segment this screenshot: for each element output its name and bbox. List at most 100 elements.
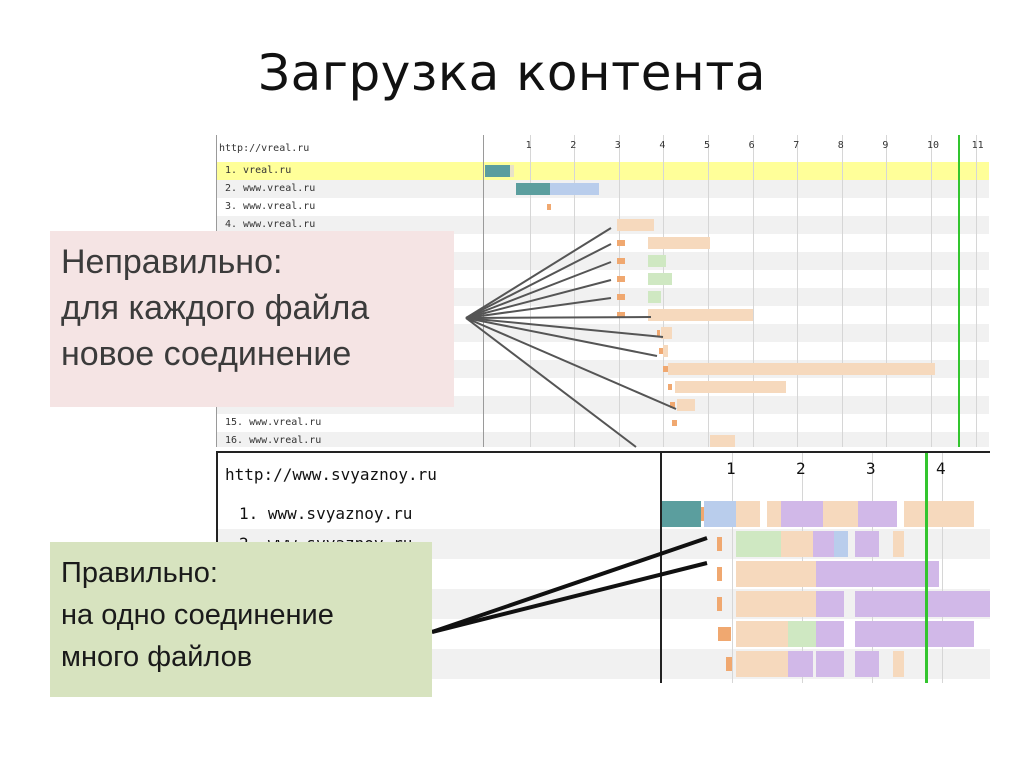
timeline-tick: 9 [882, 140, 889, 151]
timing-bar-peach [767, 501, 781, 527]
waterfall-url: http://vreal.ru [219, 143, 310, 154]
timeline-tick: 3 [614, 140, 621, 151]
callout-incorrect-line1: Неправильно: [61, 243, 283, 281]
timing-bar-orange [716, 596, 723, 612]
timing-bar-purple [858, 501, 897, 527]
label-timeline-separator [483, 135, 484, 447]
timing-bar-purple [781, 501, 823, 527]
timing-bar-orange [616, 293, 626, 301]
timing-bar-peach [663, 345, 668, 357]
timeline-gridline [975, 135, 977, 447]
timing-bar-orange [716, 566, 723, 582]
waterfall-row [217, 198, 989, 216]
timing-bar-orange [616, 239, 626, 247]
timing-bar-peach [647, 237, 711, 249]
timeline-gridline [931, 135, 932, 447]
timing-bar-conn [485, 165, 510, 177]
timing-bar-green [647, 273, 673, 285]
timing-bar-peach [735, 651, 788, 677]
timeline-tick: 3 [866, 459, 876, 478]
timing-bar-purple [812, 531, 834, 557]
timing-bar-purple [854, 531, 879, 557]
timing-bar-light [509, 165, 514, 177]
callout-incorrect-line3: новое соединение [61, 335, 352, 374]
callout-correct: Правильно: на одно соединение много файл… [50, 542, 432, 697]
row-label: 4. www.vreal.ru [225, 219, 316, 230]
timing-bar-conn [516, 183, 550, 195]
row-label: 16. www.vreal.ru [225, 435, 322, 446]
timing-bar-peach [667, 363, 936, 375]
waterfall-row [217, 162, 989, 180]
timing-bar-green [735, 531, 781, 557]
timeline-gridline [529, 135, 531, 447]
timing-bar-peach [676, 399, 695, 411]
timeline-tick: 4 [936, 459, 946, 478]
timeline-tick: 4 [659, 140, 666, 151]
label-timeline-separator [660, 453, 662, 683]
timeline-tick: 11 [971, 140, 984, 151]
timeline-gridline [732, 453, 733, 683]
timing-bar-purple [854, 621, 974, 647]
timeline-gridline [886, 135, 888, 447]
timeline-gridline [841, 135, 843, 447]
timing-bar-orange [700, 506, 704, 522]
timeline-gridline [708, 135, 709, 447]
callout-correct-line3: много файлов [61, 641, 253, 674]
timing-bar-peach [710, 435, 735, 447]
timeline-gridline [797, 135, 799, 447]
timeline-tick: 8 [837, 140, 844, 151]
timing-bar-blue [549, 183, 599, 195]
timeline-tick: 1 [525, 140, 532, 151]
timing-bar-peach [903, 501, 974, 527]
timing-bar-peach [893, 531, 904, 557]
timing-bar-peach [674, 381, 787, 393]
timing-bar-orange [616, 257, 626, 265]
timing-bar-orange [716, 536, 723, 552]
timeline-tick: 2 [796, 459, 806, 478]
row-label: 1. www.svyaznoy.ru [239, 504, 413, 523]
timing-bar-orange [616, 311, 626, 319]
timing-bar-purple [854, 651, 879, 677]
timing-bar-blue [833, 531, 848, 557]
onload-marker [957, 135, 960, 447]
timing-bar-blue [704, 501, 736, 527]
timeline-tick: 10 [927, 140, 940, 151]
timing-bar-peach [616, 219, 655, 231]
timeline-gridline [618, 135, 620, 447]
timing-bar-peach [661, 327, 673, 339]
waterfall-row [217, 414, 989, 432]
waterfall-row [217, 216, 989, 234]
timeline-gridline [942, 453, 943, 683]
timing-bar-purple [816, 591, 844, 617]
timeline-tick: 1 [726, 459, 736, 478]
timing-bar-purple [854, 591, 990, 617]
waterfall-row [217, 432, 989, 447]
timing-bar-green [647, 291, 662, 303]
timing-bar-orange [616, 275, 626, 283]
timeline-tick: 6 [748, 140, 755, 151]
callout-correct-line1: Правильно: [61, 557, 218, 589]
slide-title: Загрузка контента [258, 44, 766, 102]
timeline-gridline [574, 135, 576, 447]
onload-marker [924, 453, 928, 683]
timing-bar-orange [667, 383, 673, 391]
timing-bar-orange [718, 626, 731, 642]
row-label: 3. www.vreal.ru [225, 201, 316, 212]
timing-bar-purple [816, 621, 844, 647]
timing-bar-green [647, 255, 666, 267]
timing-bar-peach [735, 561, 816, 587]
callout-correct-line2: на одно соединение [61, 599, 334, 632]
row-label: 2. www.vreal.ru [225, 183, 316, 194]
timing-bar-orange [670, 401, 675, 409]
timing-bar-peach [735, 591, 816, 617]
timing-bar-peach [823, 501, 858, 527]
timing-bar-green [788, 621, 816, 647]
timeline-tick: 2 [570, 140, 577, 151]
timing-bar-peach [735, 621, 788, 647]
callout-incorrect: Неправильно: для каждого файла новое сое… [50, 231, 454, 407]
callout-incorrect-line2: для каждого файла [61, 289, 370, 328]
timing-bar-peach [735, 501, 760, 527]
timing-bar-peach [647, 309, 753, 321]
timeline-gridline [752, 135, 754, 447]
timeline-gridline [663, 135, 665, 447]
